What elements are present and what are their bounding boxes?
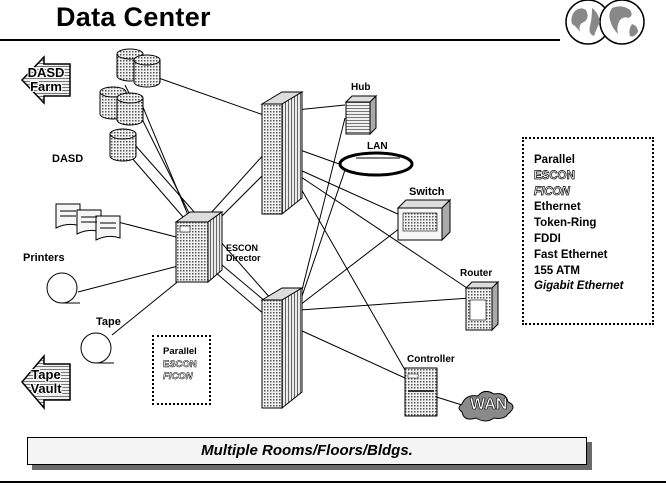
legend-item: ESCON [163,358,197,370]
label-dasd: DASD [52,153,84,165]
label-hub: Hub [351,82,371,93]
legend-item: Parallel [534,154,575,166]
legend-item: 155 ATM [534,264,581,277]
lan-ring-icon [338,151,414,177]
label-line: Director [226,253,261,263]
bottom-rule [0,481,666,483]
disk-icon [99,48,161,162]
legend-box-protocols: Parallel ESCON FICON Ethernet Token-Ring… [522,137,654,325]
legend-item: ESCON [534,169,576,182]
escon-director-icon [174,211,224,284]
legend-item: Ethernet [534,201,581,214]
slide-title: Data Center [56,2,211,32]
controller-icon [404,367,438,417]
legend-item: FDDI [534,232,561,245]
legend-item: Fast Ethernet [534,248,608,261]
label-lan: LAN [367,141,388,152]
tape-reel-icon [46,272,114,364]
label-tape: Tape [96,316,121,328]
arrow-label-line: Vault [30,381,62,396]
banner-caption: Multiple Rooms/Floors/Bldgs. [27,437,587,465]
label-switch: Switch [409,186,445,198]
router-icon [464,280,500,332]
label-escon-director: ESCON Director [226,243,261,263]
legend-item: Token-Ring [534,217,597,230]
printer-icon [55,203,121,241]
arrow-label-line: DASD [27,65,65,80]
label-router: Router [460,268,493,279]
label-wan: WAN [470,396,508,414]
arrow-left-icon [21,353,71,411]
legend-box-channels: Parallel ESCON FICON [152,335,211,405]
globe-icon [565,0,645,45]
legend-item: FICON [534,185,570,198]
arrow-label-line: Farm [30,79,62,94]
switch-icon [396,198,452,242]
label-line: ESCON [226,243,259,253]
hub-icon [344,94,378,136]
legend-item: Parallel [163,346,197,357]
mainframe-icon [260,91,304,216]
arrow-left-icon [20,55,71,105]
mainframe-icon [260,287,304,410]
arrow-label-line: Tape [31,367,61,382]
legend-item: Gigabit Ethernet [534,280,624,293]
label-printers: Printers [23,252,65,264]
label-controller: Controller [407,354,455,365]
cloud-icon [458,390,514,422]
arrow-label-tape-vault: Tape Vault [24,368,68,396]
legend-item: FICON [163,371,193,382]
arrow-label-dasd-farm: DASD Farm [24,66,68,94]
